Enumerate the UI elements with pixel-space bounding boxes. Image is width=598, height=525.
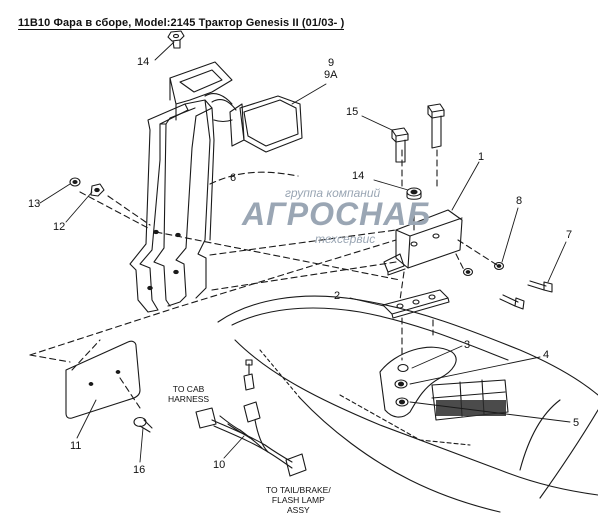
callout-10: 10 [213, 459, 226, 471]
screw-7 [527, 280, 553, 293]
callout-2: 2 [334, 290, 341, 302]
callout-3: 3 [464, 339, 471, 351]
note-cab-harness: TO CAB HARNESS [168, 384, 209, 404]
callout-5: 5 [573, 417, 580, 429]
callout-4: 4 [543, 349, 550, 361]
callout-7: 7 [566, 229, 573, 241]
callout-12: 12 [53, 221, 66, 233]
nut-14a [167, 30, 185, 49]
nut-small [462, 267, 474, 277]
watermark-line2: АГРОСНАБ [242, 196, 431, 232]
callout-8: 8 [516, 195, 523, 207]
note-tail-lamp-line2: FLASH LAMP [271, 495, 325, 505]
screw-lower [499, 294, 525, 310]
tractor-hood [217, 295, 598, 513]
diagram-title: 11B10 Фара в сборе, Model:2145 Трактор G… [18, 17, 345, 30]
note-tail-lamp-line1: TO TAIL/BRAKE/ [266, 485, 331, 495]
callout-9a: 9A [324, 69, 338, 81]
bracket-2 [382, 289, 450, 319]
callout-1: 1 [478, 151, 485, 163]
nut-14b [406, 187, 422, 200]
note-tail-lamp: TO TAIL/BRAKE/ FLASH LAMP ASSY [266, 485, 331, 515]
callout-16: 16 [133, 464, 146, 476]
note-cab-harness-line2: HARNESS [168, 394, 210, 404]
note-tail-lamp-line3: ASSY [287, 505, 310, 515]
watermark-line1: группа компаний [285, 186, 381, 200]
leader-lines [39, 41, 571, 463]
headlamp-bracket-6 [129, 61, 233, 313]
callout-15: 15 [346, 106, 359, 118]
reflector-11 [65, 340, 141, 419]
callout-9: 9 [328, 57, 335, 69]
washer-13 [69, 177, 81, 187]
bolt-15 [391, 127, 409, 163]
note-cab-harness-line1: TO CAB [172, 384, 205, 394]
assembly-guide-lines [29, 149, 498, 409]
bolt-15b [427, 103, 445, 149]
callout-14-right: 14 [352, 170, 365, 182]
callout-11: 11 [70, 440, 82, 452]
callout-13: 13 [28, 198, 41, 210]
headlamp-9 [204, 93, 303, 153]
washer-8 [493, 261, 505, 271]
bracket-1 [383, 209, 463, 276]
callout-6: 6 [230, 172, 237, 184]
callout-14-top: 14 [137, 56, 150, 68]
nut-12 [90, 183, 105, 197]
screw-16 [133, 416, 153, 433]
watermark-line3: техсервис [315, 232, 376, 246]
grille-dark-block [436, 400, 506, 416]
